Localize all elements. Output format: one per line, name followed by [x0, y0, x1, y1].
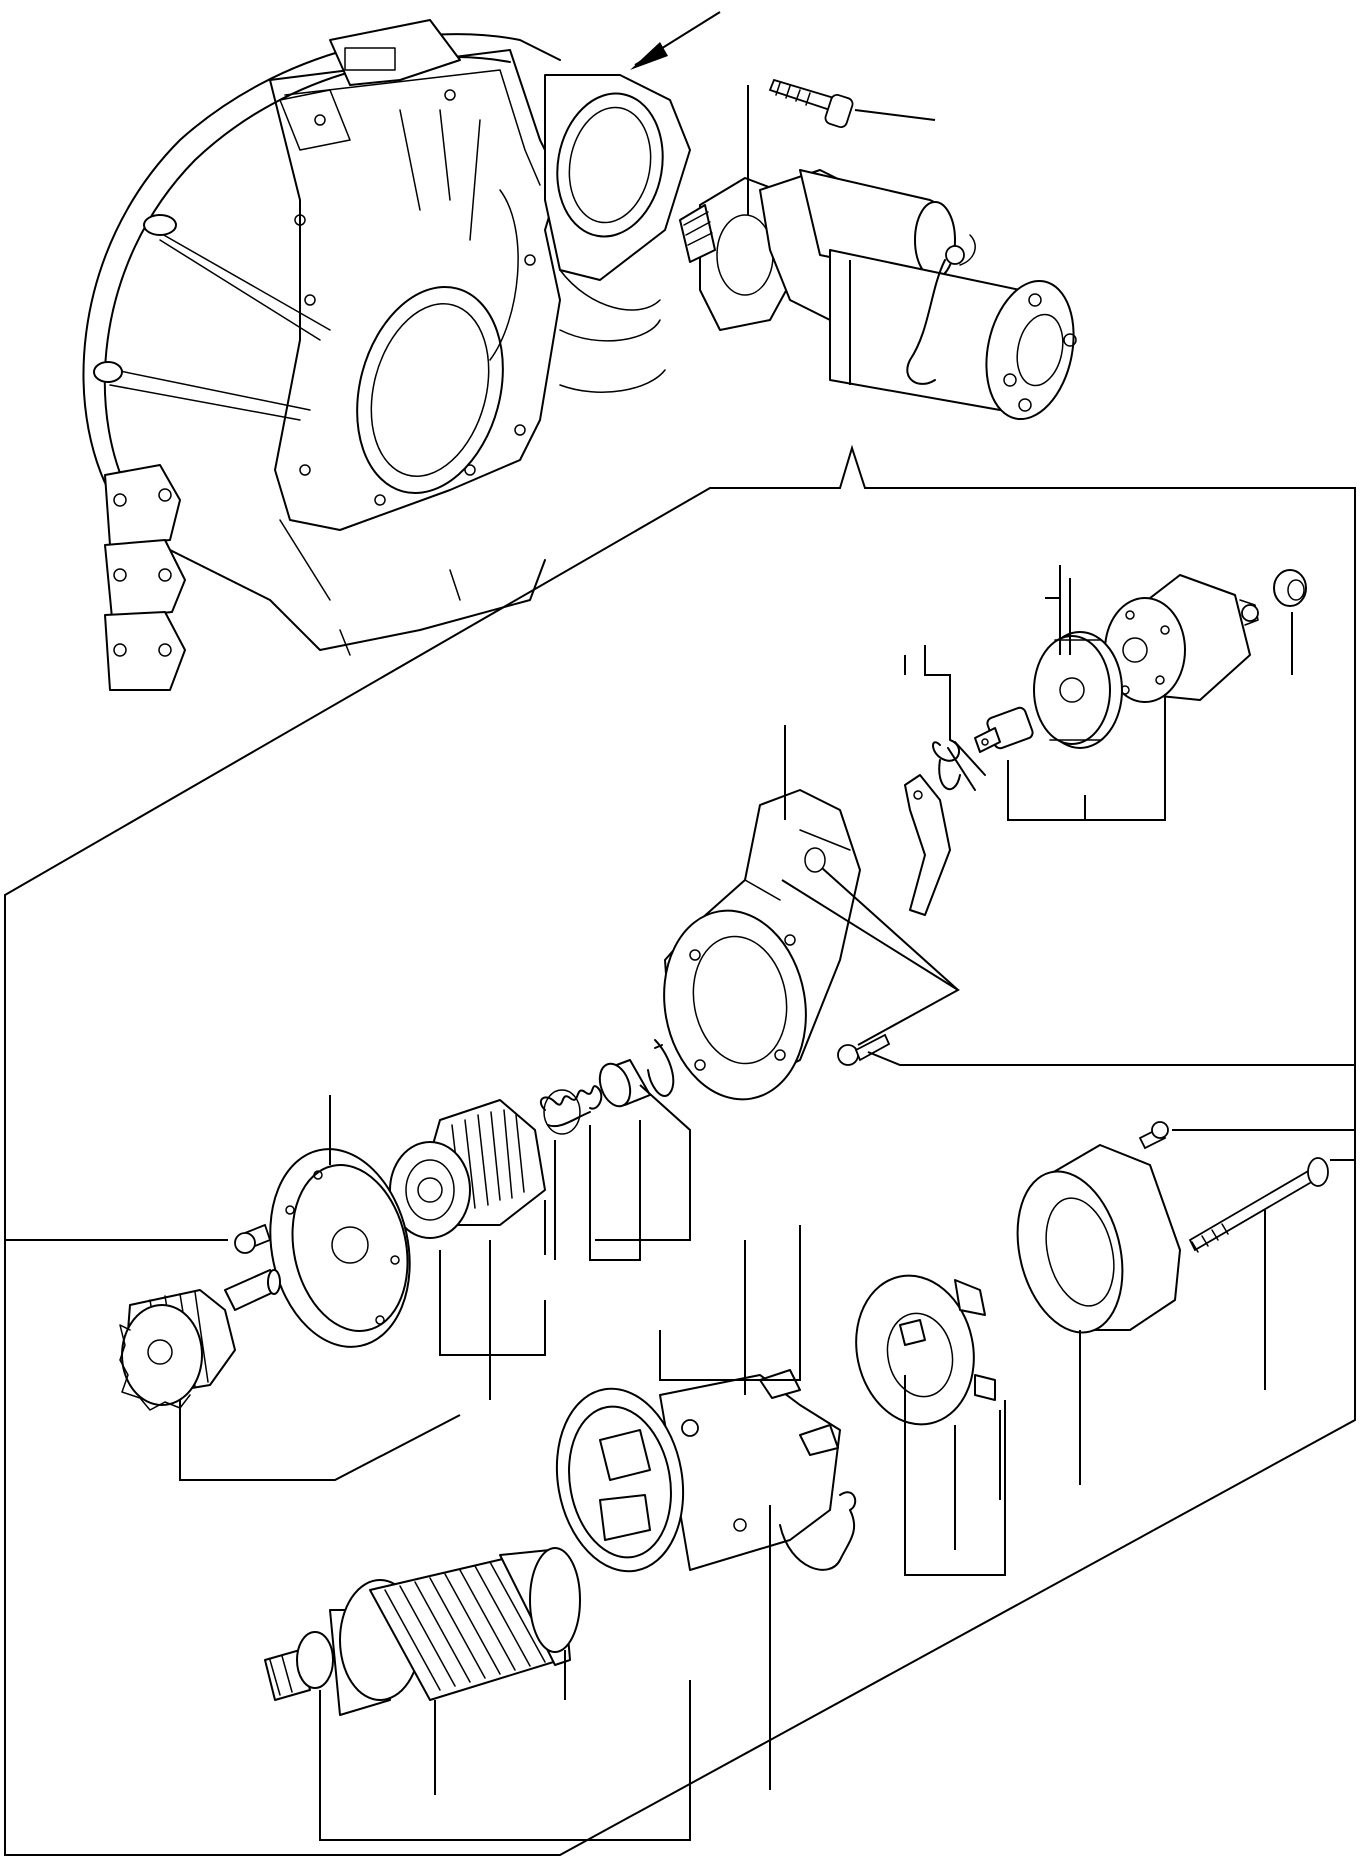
- brush-holder: [855, 1274, 1006, 1576]
- pinion-spring: [539, 1085, 603, 1135]
- mounting-bolt: [768, 78, 854, 129]
- housing-bolt: [837, 1033, 891, 1066]
- exploded-view-frame: [4, 444, 1356, 1856]
- terminal-cap: [1273, 569, 1307, 675]
- overrunning-clutch: [389, 1099, 546, 1239]
- front-cover: [5, 1095, 411, 1348]
- armature: [264, 1547, 691, 1841]
- stop-collar: [598, 1059, 651, 1108]
- indicator-arrow: [630, 11, 721, 70]
- lever-spring: [932, 739, 986, 791]
- plunger: [974, 706, 1034, 753]
- through-bolt: [1188, 1157, 1355, 1390]
- rear-cover-screw: [1138, 1121, 1169, 1150]
- cover-screw: [234, 1223, 272, 1254]
- clutch-group: [389, 1039, 691, 1400]
- snap-ring: [647, 1039, 675, 1097]
- flywheel-housing: [82, 19, 691, 691]
- drive-housing: [663, 725, 1355, 1101]
- rear-cover: [1016, 1121, 1355, 1485]
- magnetic-switch-group: [974, 565, 1307, 821]
- pinion-gear-shaft: [119, 1269, 461, 1481]
- shift-lever-group: [904, 645, 986, 916]
- yoke-assembly: [555, 1225, 857, 1790]
- starter-motor-assembly: [679, 78, 1077, 421]
